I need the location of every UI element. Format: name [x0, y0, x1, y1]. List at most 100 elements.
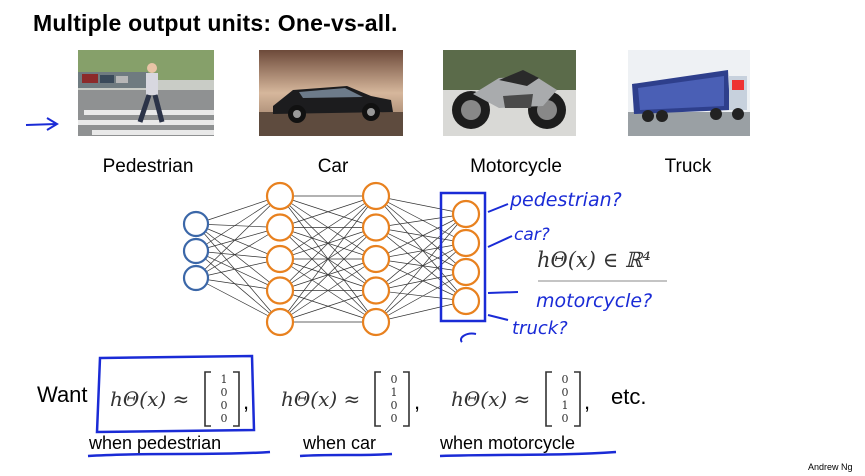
input-node: [182, 237, 210, 265]
network-edge: [279, 290, 377, 323]
network-edge: [195, 258, 281, 279]
car-label: Car: [317, 156, 349, 177]
annotation-truck: truck?: [512, 318, 568, 339]
network-edge: [375, 227, 467, 244]
output-node: [451, 199, 481, 229]
network-edge: [375, 213, 467, 323]
network-edge: [375, 271, 467, 291]
network-edge: [375, 213, 467, 228]
network-edge: [195, 223, 281, 291]
network-edge: [279, 227, 377, 323]
hidden-node: [265, 181, 295, 211]
network-edge: [375, 290, 467, 302]
annotation-pedestrian: pedestrian?: [510, 189, 622, 211]
hidden-node: [265, 244, 295, 274]
network-edge: [375, 258, 467, 302]
network-edge: [375, 195, 467, 302]
hidden-node: [361, 276, 391, 305]
vector-entry: 0: [220, 412, 228, 425]
network-edge: [375, 213, 467, 260]
when-motorcycle: when motorcycle: [440, 433, 576, 453]
input-arrow-head: [46, 117, 59, 131]
etc-label: etc.: [611, 384, 647, 409]
hidden-node: [265, 276, 295, 305]
pedestrian-label: Pedestrian: [102, 156, 194, 177]
network-edge: [195, 227, 281, 279]
output-layer-box: [439, 191, 487, 323]
slide-title: Multiple output units: One-vs-all.: [33, 10, 398, 36]
output-node: [451, 228, 481, 258]
network-edge: [195, 223, 281, 260]
pedestrian-image: [78, 50, 214, 136]
network-edge: [195, 250, 281, 323]
vector-entry: 0: [220, 399, 228, 412]
network-edge: [375, 271, 467, 323]
hidden-node: [265, 213, 295, 242]
car-image: [259, 50, 403, 136]
truck-image: [628, 50, 750, 136]
comma-3: ,: [584, 389, 591, 414]
vector-entry: 0: [390, 373, 398, 386]
highlight-box: [95, 354, 256, 434]
comma-1: ,: [243, 389, 250, 414]
arrow-truck: [487, 314, 509, 321]
input-node: [182, 264, 210, 292]
motorcycle-label: Motorcycle: [470, 156, 562, 177]
network-edge: [195, 195, 281, 279]
network-edge: [279, 195, 377, 323]
hidden-node: [361, 244, 391, 274]
hidden-node: [361, 307, 391, 337]
vector-entry: 1: [561, 399, 569, 412]
truck-label: Truck: [664, 156, 712, 177]
network-edge: [375, 195, 467, 215]
input-node: [182, 210, 210, 238]
network-edge: [375, 227, 467, 273]
network-edge: [375, 227, 467, 302]
network-edge: [195, 227, 281, 252]
network-nodes: [182, 181, 481, 337]
when-car: when car: [303, 433, 377, 453]
feedback-arrow: [460, 332, 477, 343]
annotation-motorcycle: motorcycle?: [536, 290, 653, 312]
network-edge: [195, 277, 281, 291]
network-edge: [279, 195, 377, 291]
input-arrow: [25, 123, 57, 126]
network-edge: [375, 195, 467, 244]
vector-entry: 0: [390, 412, 398, 425]
hypothesis-range: hΘ(x) ∈ ℝ⁴: [537, 248, 651, 272]
arrow-motorcycle: [487, 291, 519, 294]
network-edge: [195, 277, 281, 323]
comma-2: ,: [414, 389, 421, 414]
underlines: [87, 450, 617, 458]
network-edge: [195, 250, 281, 291]
vector-entry: 0: [561, 373, 569, 386]
network-edge: [375, 242, 467, 260]
network-edge: [279, 258, 377, 323]
vector-entry: 0: [390, 399, 398, 412]
vector-entry: 0: [561, 386, 569, 399]
vector-entry: 1: [390, 386, 398, 399]
network-edge: [195, 195, 281, 252]
annotation-car: car?: [514, 225, 550, 245]
network-edge: [375, 195, 467, 273]
motorcycle-image: [443, 50, 576, 136]
equation-lhs-3: hΘ(x) ≈: [451, 387, 531, 411]
vector-entry: 1: [220, 373, 228, 386]
want-label: Want: [37, 382, 88, 407]
network-edge: [375, 300, 467, 323]
arrow-pedestrian: [487, 203, 509, 213]
hidden-node: [361, 181, 391, 211]
network-edge: [375, 242, 467, 323]
network-edge: [375, 242, 467, 291]
author-credit: Andrew Ng: [808, 462, 853, 472]
output-node: [451, 257, 481, 287]
vector-entry: 0: [220, 386, 228, 399]
equation-lhs-1: hΘ(x) ≈: [110, 387, 190, 411]
annotation-arrows: [25, 117, 519, 343]
network-edge: [279, 195, 377, 228]
network-edge: [375, 213, 467, 291]
